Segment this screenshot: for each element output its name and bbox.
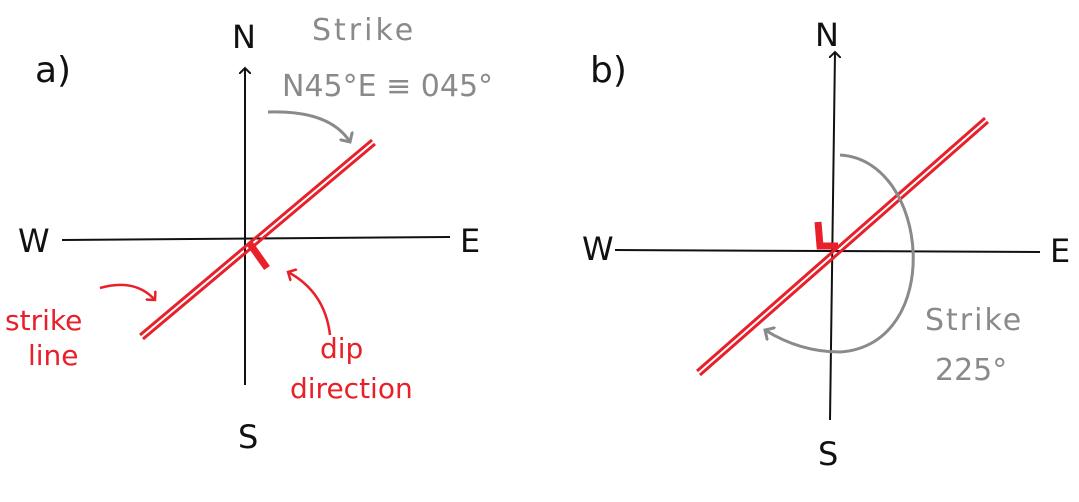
strike-line-arrow	[99, 283, 155, 300]
strike-arc-arrow	[765, 153, 915, 354]
strike-line	[139, 138, 376, 341]
east-label: E	[1050, 232, 1070, 270]
strike-value: 225°	[935, 353, 1007, 388]
panel-b-label: b)	[590, 50, 627, 91]
west-label: W	[582, 230, 614, 268]
strike-value: N45°E ≡ 045°	[282, 69, 493, 104]
north-south-axis	[830, 52, 835, 421]
panel-a-label: a)	[35, 50, 71, 91]
dip-tick	[814, 221, 838, 250]
dip-label-2: direction	[290, 372, 413, 405]
panel-b: b) N S W E Strike 225°	[582, 16, 1070, 473]
west-label: W	[18, 222, 50, 260]
south-label: S	[238, 418, 258, 456]
strike-line-label: strike	[5, 304, 82, 337]
strike-arrow	[267, 110, 350, 142]
dip-tick	[247, 241, 270, 271]
east-west-axis	[614, 249, 1041, 253]
dip-arrow	[288, 272, 332, 336]
strike-title: Strike	[925, 303, 1023, 338]
dip-label: dip	[320, 332, 363, 365]
strike-title: Strike	[312, 13, 416, 48]
east-label: E	[460, 222, 480, 260]
north-label: N	[815, 16, 839, 54]
south-label: S	[818, 435, 838, 473]
north-label: N	[232, 18, 256, 56]
strike-line-label-2: line	[28, 339, 79, 372]
panel-a: a) N S W E Strike N45°E ≡ 045° strike li…	[5, 13, 493, 456]
strike-line	[696, 116, 989, 377]
